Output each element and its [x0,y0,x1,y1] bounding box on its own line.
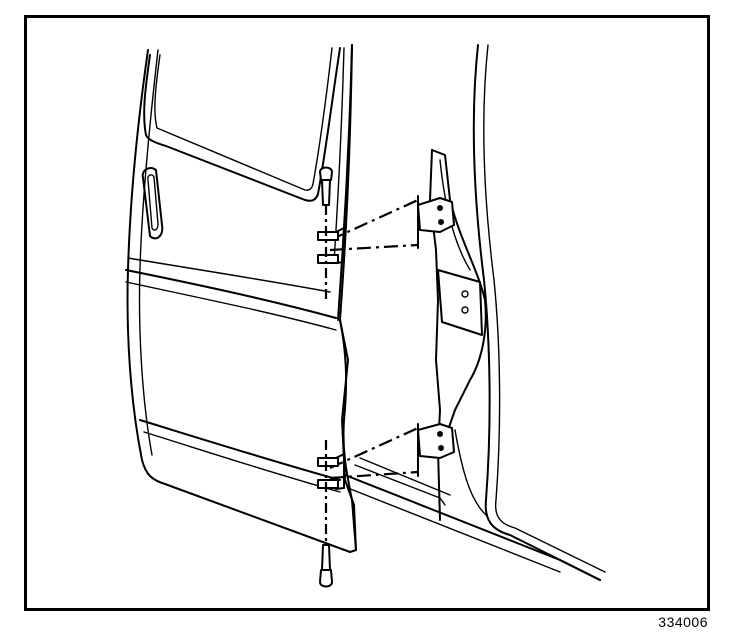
plate-hole-lower [461,306,469,314]
upper-hinge-knuckle-top [317,231,339,241]
body-outer-edge [472,44,601,581]
upper-hinge-leaf [335,227,345,264]
pillar-plate [437,269,483,336]
pillar-outline [431,149,487,431]
plate-hole-upper [461,290,469,298]
lower-hinge-alignment-top [329,426,419,470]
door-belt-line [127,257,331,293]
door-body-line-upper-2 [125,281,337,331]
upper-hinge-pin-head [319,166,333,181]
door-handle [141,167,164,240]
lower-hinge-body-plate [417,423,455,459]
door-window-inner [154,47,333,191]
lower-hinge-knuckle-bottom [317,479,339,489]
upper-hinge [317,166,455,300]
lower-hinge-bolt-1 [437,431,443,437]
upper-hinge-alignment-top [329,198,419,242]
body-opening [344,44,606,581]
lower-hinge-pin-head [319,569,333,588]
door-window-frame [143,47,341,202]
door-body-line-lower-2 [143,431,341,493]
lower-hinge-knuckle-top [317,457,339,467]
door-sill-track [354,464,446,506]
figure-number: 334006 [658,614,708,630]
upper-hinge-pin-shank [321,179,331,206]
door-body-line-upper [125,269,337,319]
upper-hinge-alignment-bottom [329,243,419,252]
lower-hinge-alignment-bottom [329,470,419,480]
door-hinge-edge [337,44,353,321]
door-handle-inner [147,174,159,231]
upper-hinge-bolt-2 [438,219,444,225]
upper-hinge-body-plate [417,197,455,233]
door-sill [344,474,601,581]
door-outline [126,44,357,553]
door-sill-3 [359,457,451,496]
door-lower-edge [339,319,357,551]
inner-edge-line [454,429,487,516]
upper-hinge-bolt-1 [437,205,443,211]
lower-hinge-leaf [335,453,345,490]
door-body-line-lower [139,419,341,481]
lower-hinge [317,423,455,588]
body-outer-edge-2 [483,44,606,573]
figure-frame [24,15,710,611]
door-sill-2 [347,487,561,573]
upper-hinge-knuckle-bottom [317,254,339,264]
side-door [125,44,357,553]
door-edge-line [138,49,159,456]
lower-hinge-pin-shank [321,544,331,571]
lower-hinge-bolt-2 [438,445,444,451]
